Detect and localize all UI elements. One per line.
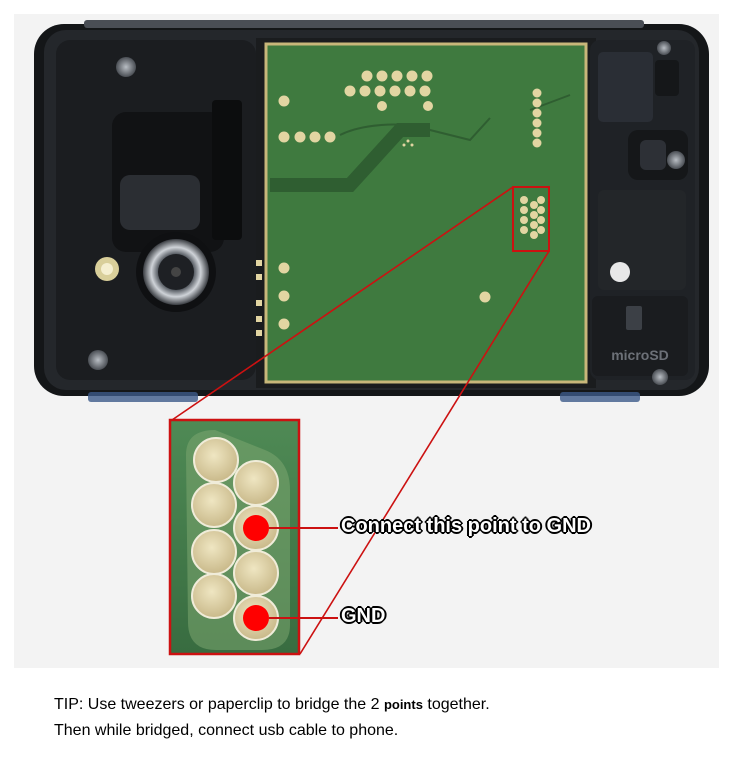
screw-icon xyxy=(116,57,136,77)
microsd-icon xyxy=(626,306,642,330)
tip-line-1: TIP: Use tweezers or paperclip to bridge… xyxy=(54,696,490,714)
connect-point-marker xyxy=(243,515,269,541)
tip-text-start: TIP: Use tweezers or paperclip to bridge… xyxy=(54,696,384,713)
sensor-dot xyxy=(610,262,630,282)
test-pads-on-board xyxy=(520,196,545,239)
connect-point-label: Connect this point to GND xyxy=(341,515,591,537)
battery-section: microSD xyxy=(590,40,695,385)
zoom-inset xyxy=(168,418,338,656)
gnd-point-marker xyxy=(243,605,269,631)
highlight-box xyxy=(512,186,550,252)
screw-icon xyxy=(657,41,671,55)
camera-section xyxy=(56,40,256,380)
tip-line-2: Then while bridged, connect usb cable to… xyxy=(54,722,399,739)
screw-icon xyxy=(88,350,108,370)
microsd-label: microSD xyxy=(611,347,669,363)
screw-icon xyxy=(652,369,668,385)
pcb-board xyxy=(256,38,596,388)
zoom-pads xyxy=(191,437,279,641)
callout-lines xyxy=(171,186,550,655)
gnd-label: GND xyxy=(341,605,386,627)
screw-icon xyxy=(667,151,685,169)
tip-text-end: together. xyxy=(422,696,490,713)
tip-text-points: points xyxy=(383,697,423,712)
